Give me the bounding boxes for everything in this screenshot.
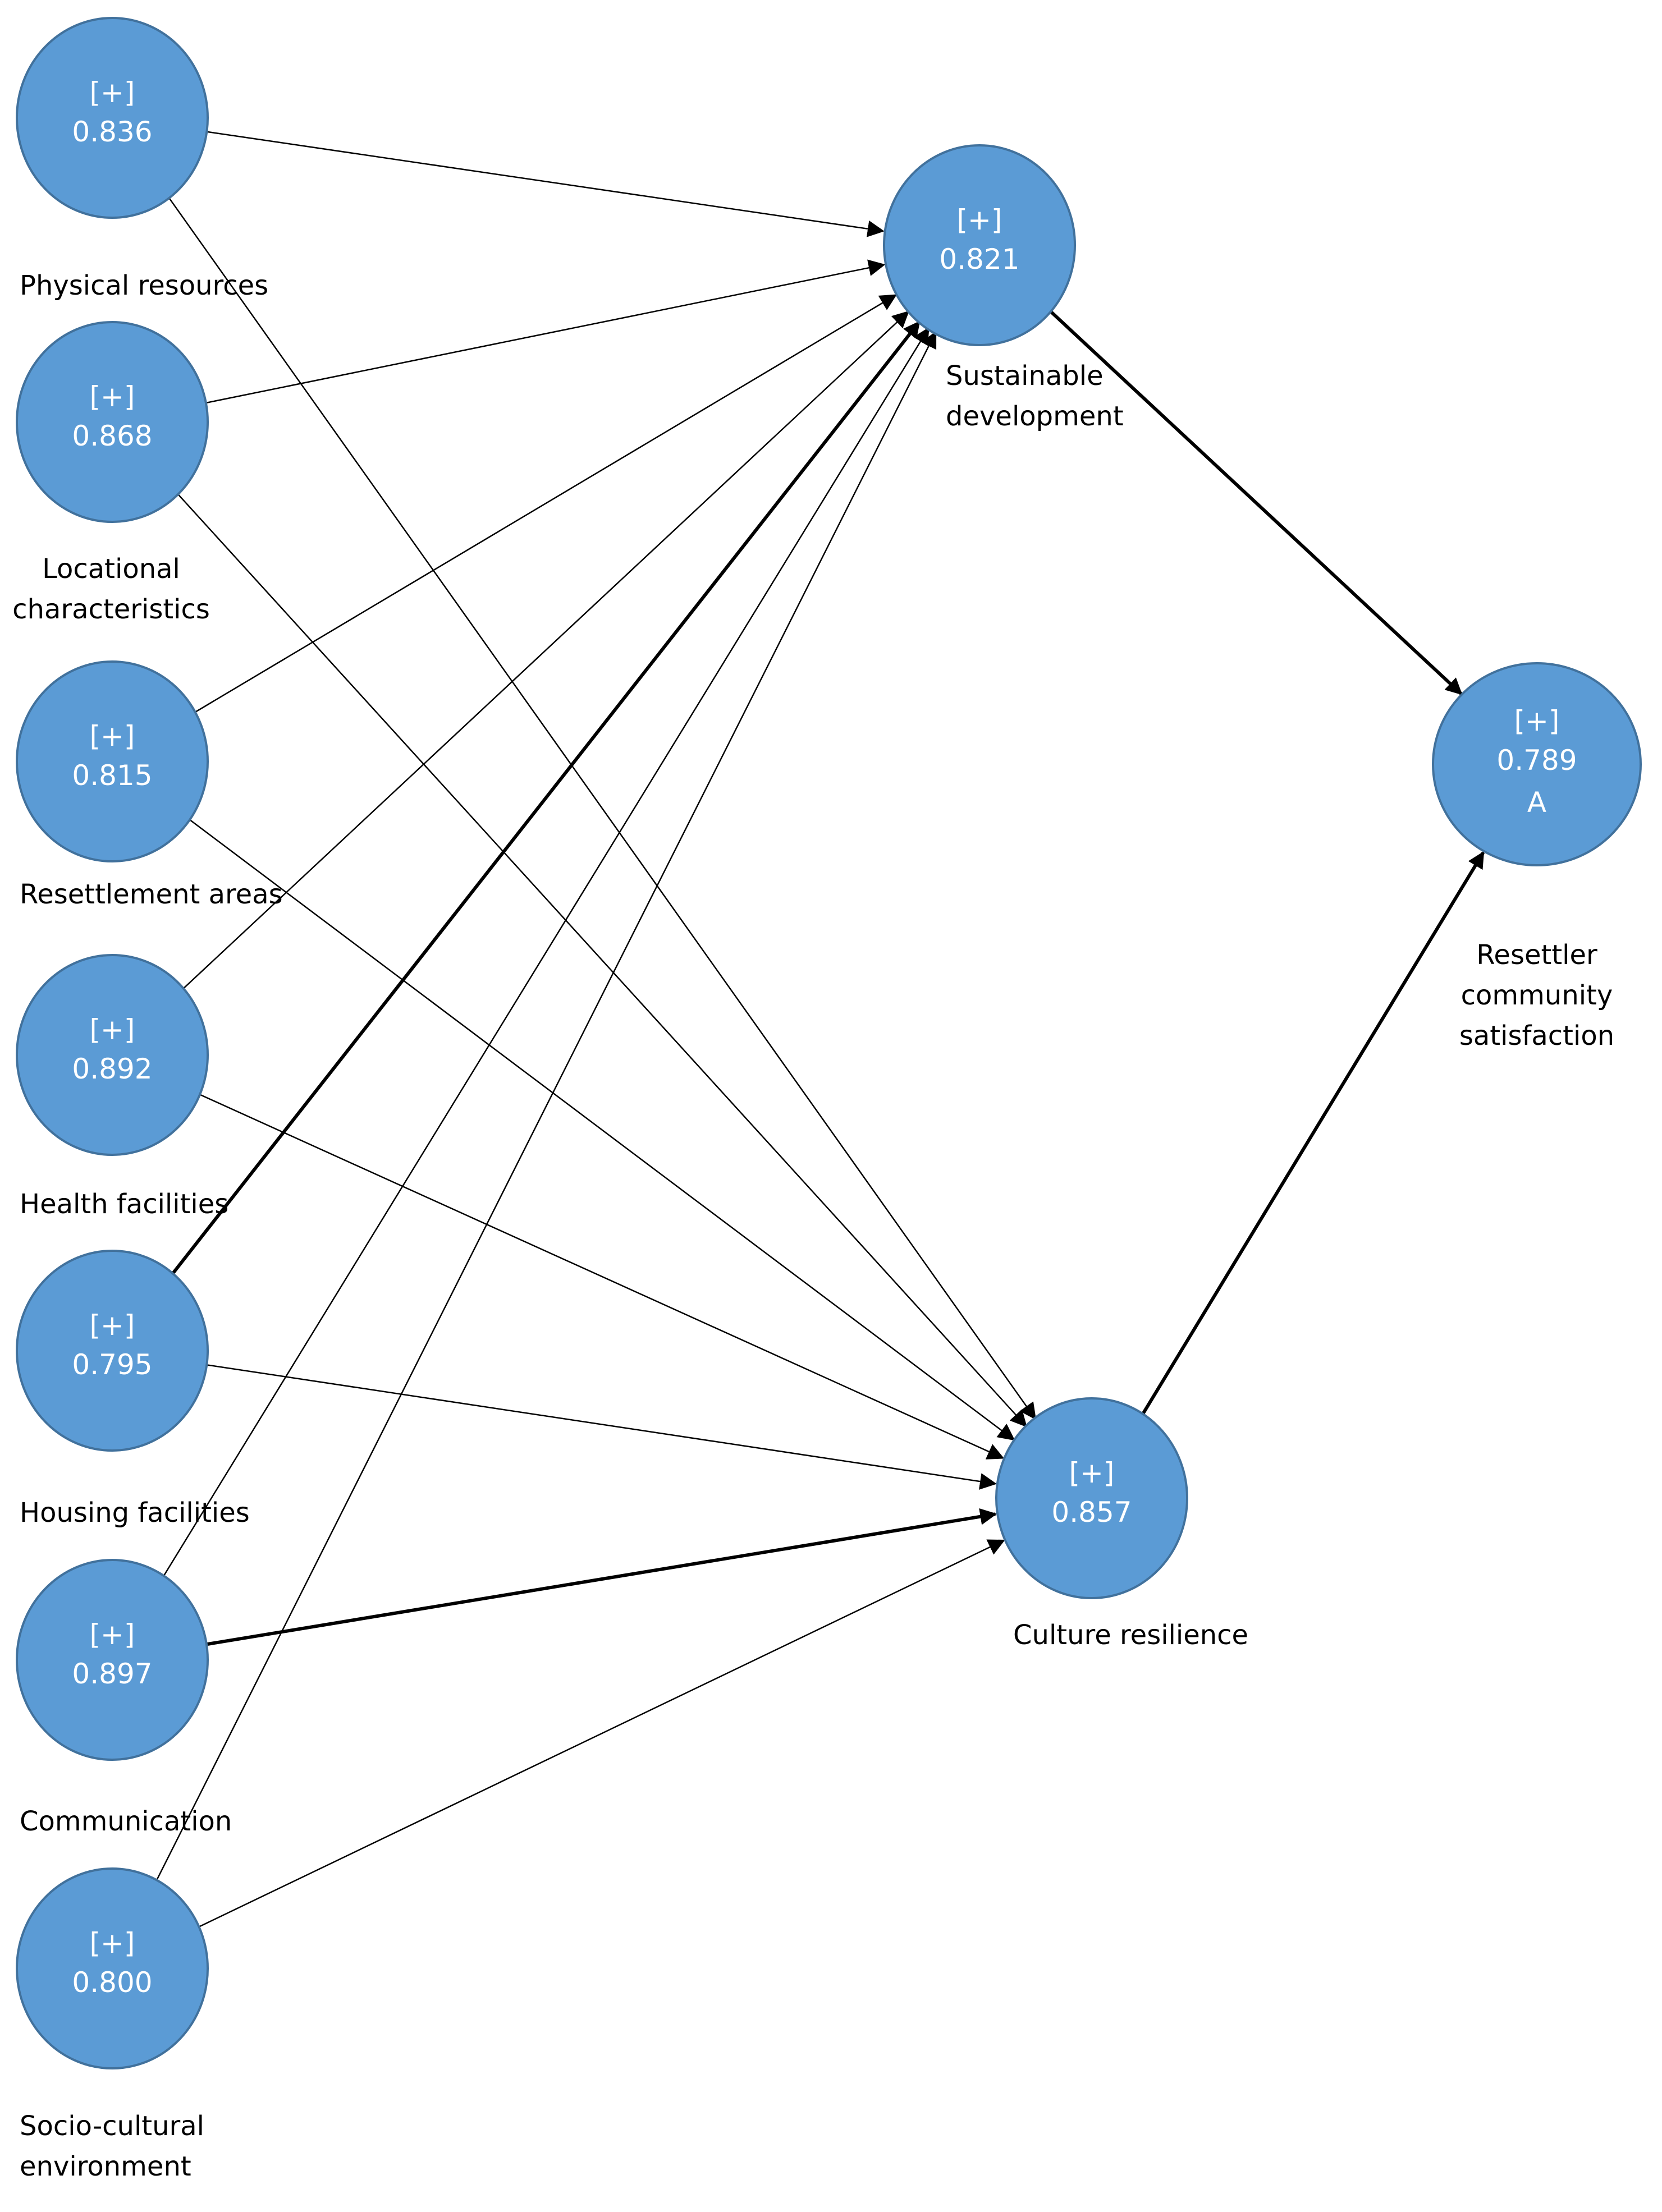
node-resettlement[interactable]: [+] 0.815 — [16, 660, 209, 862]
node-sustainable[interactable]: [+] 0.821 — [883, 144, 1076, 346]
expand-toggle[interactable]: [+] — [957, 204, 1002, 236]
caption-locational: Locational — [42, 553, 180, 585]
caption-satisfaction: community — [1461, 980, 1613, 1011]
edge-communication-to-culture — [207, 1508, 997, 1646]
caption-locational: characteristics — [12, 594, 210, 625]
node-circle[interactable] — [883, 144, 1076, 346]
edge-culture-to-satisfaction — [1140, 851, 1485, 1417]
caption-sustainable: Sustainable — [946, 360, 1104, 392]
node-value: 0.789 — [1496, 744, 1577, 777]
edge-resettlement-to-sustainable — [195, 294, 898, 713]
node-circle[interactable] — [16, 17, 209, 219]
node-circle[interactable] — [16, 321, 209, 523]
caption-satisfaction: Resettler — [1476, 939, 1597, 971]
caption-physical: Physical resources — [20, 270, 268, 301]
node-physical[interactable]: [+] 0.836 — [16, 17, 209, 219]
edge-physical-to-sustainable — [208, 131, 885, 237]
expand-toggle[interactable]: [+] — [90, 1013, 135, 1046]
edge-housing-to-culture — [207, 1364, 997, 1490]
expand-toggle[interactable]: [+] — [1514, 705, 1560, 737]
node-communication[interactable]: [+] 0.897 — [16, 1559, 209, 1761]
edge-communication-to-sustainable — [162, 327, 930, 1578]
edges — [155, 131, 1485, 1928]
node-housing[interactable]: [+] 0.795 — [16, 1250, 209, 1452]
node-culture[interactable]: [+] 0.857 — [995, 1397, 1188, 1599]
caption-housing: Housing facilities — [20, 1497, 250, 1529]
edge-sustainable-to-satisfaction — [1049, 310, 1463, 695]
edge-physical-to-culture — [167, 196, 1037, 1420]
node-locational[interactable]: [+] 0.868 — [16, 321, 209, 523]
expand-toggle[interactable]: [+] — [90, 1618, 135, 1651]
node-circle[interactable] — [16, 660, 209, 862]
edge-housing-to-sustainable — [170, 320, 921, 1276]
node-value: 0.795 — [72, 1348, 152, 1381]
node-value: 0.836 — [72, 116, 152, 148]
caption-sustainable: development — [946, 401, 1124, 432]
edge-sociocultural-to-sustainable — [155, 331, 937, 1883]
node-circle[interactable] — [1432, 662, 1642, 866]
caption-communication: Communication — [20, 1806, 232, 1837]
nodes: [+] 0.836 [+] 0.868 [+] 0.815 [+] 0.892 [+] 0.795… — [16, 17, 1642, 2069]
node-value: 0.800 — [72, 1966, 152, 1999]
expand-toggle[interactable]: [+] — [90, 720, 135, 752]
expand-toggle[interactable]: [+] — [1069, 1457, 1115, 1489]
node-value: 0.868 — [72, 420, 152, 452]
caption-sociocultural: Socio-cultural — [20, 2110, 204, 2142]
node-value: 0.857 — [1051, 1496, 1132, 1529]
caption-culture: Culture resilience — [1013, 1619, 1248, 1651]
node-value: 0.897 — [72, 1658, 152, 1690]
node-extra-label: A — [1527, 786, 1546, 819]
edge-health-to-sustainable — [182, 310, 909, 990]
edge-health-to-culture — [200, 1094, 1005, 1460]
node-circle[interactable] — [16, 1867, 209, 2069]
node-health[interactable]: [+] 0.892 — [16, 954, 209, 1156]
edge-sociocultural-to-culture — [199, 1539, 1005, 1928]
node-circle[interactable] — [16, 1250, 209, 1452]
edge-locational-to-culture — [176, 493, 1027, 1428]
node-circle[interactable] — [16, 954, 209, 1156]
caption-resettlement: Resettlement areas — [20, 879, 283, 910]
expand-toggle[interactable]: [+] — [90, 1927, 135, 1959]
expand-toggle[interactable]: [+] — [90, 380, 135, 413]
node-circle[interactable] — [995, 1397, 1188, 1599]
node-value: 0.892 — [72, 1053, 152, 1085]
expand-toggle[interactable]: [+] — [90, 76, 135, 109]
caption-sociocultural: environment — [20, 2151, 191, 2182]
node-value: 0.821 — [939, 243, 1019, 276]
node-sociocultural[interactable]: [+] 0.800 — [16, 1867, 209, 2069]
caption-health: Health facilities — [20, 1188, 228, 1220]
edge-locational-to-sustainable — [207, 259, 886, 403]
caption-satisfaction: satisfaction — [1459, 1020, 1614, 1052]
edge-resettlement-to-culture — [189, 819, 1015, 1441]
expand-toggle[interactable]: [+] — [90, 1309, 135, 1342]
node-value: 0.815 — [72, 759, 152, 792]
node-circle[interactable] — [16, 1559, 209, 1761]
